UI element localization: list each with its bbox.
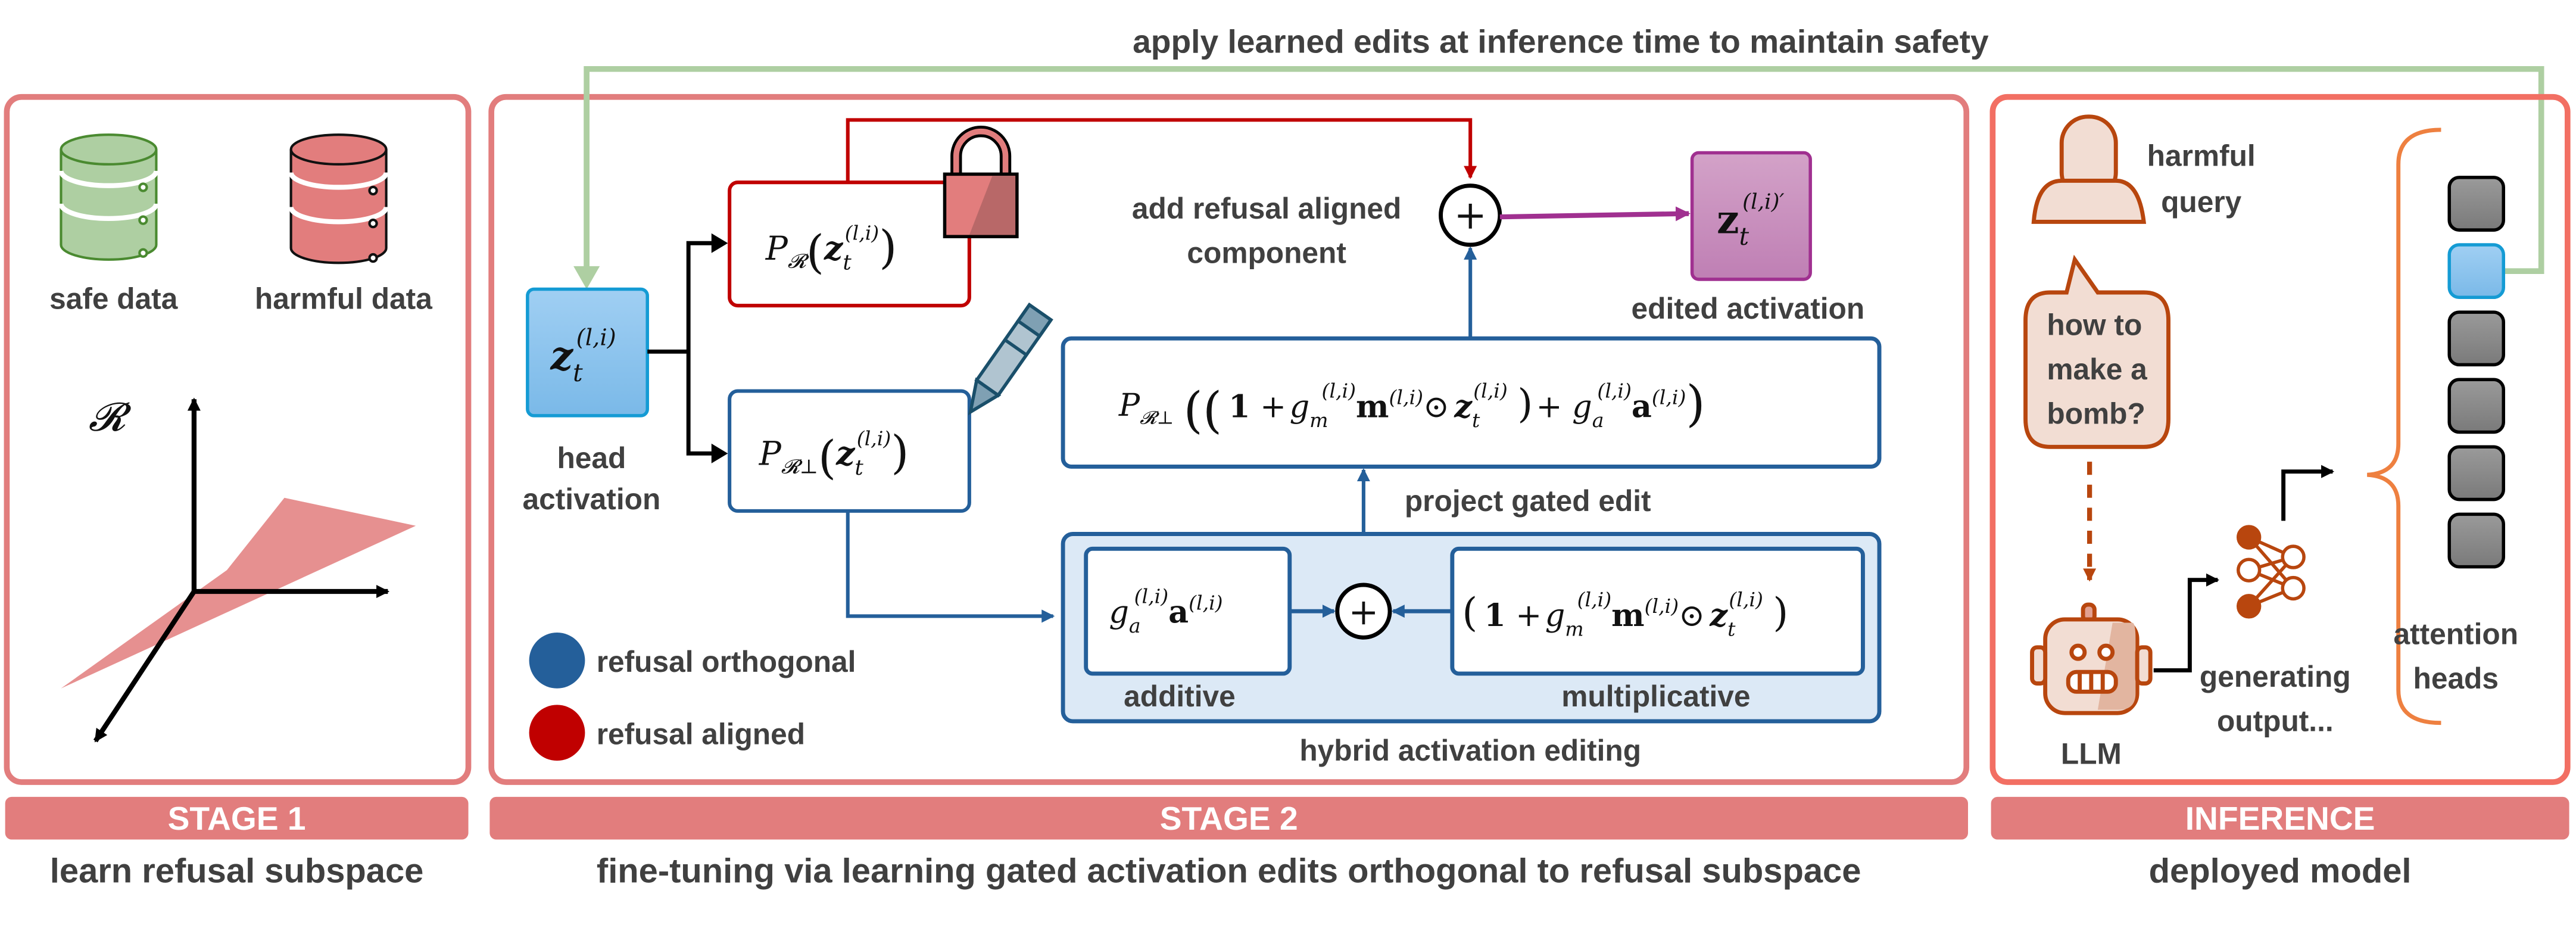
attention-heads-stack — [2447, 176, 2506, 569]
lock-icon — [943, 126, 1019, 238]
orthogonal-to-hybrid-arrow — [846, 510, 1055, 623]
sum-to-edited-arrow — [1499, 206, 1691, 222]
arrow-to-aligned — [711, 233, 728, 253]
aligned-to-sum-arrow — [846, 118, 1477, 183]
attention-head — [2447, 378, 2506, 434]
additive-formula: ga(l,i)a(l,i) — [1109, 584, 1222, 637]
speech-bubble — [2023, 254, 2170, 449]
llm-label: LLM — [2061, 737, 2122, 771]
stage1-panel: safe data harmful data 𝓡 — [4, 94, 472, 785]
stage2-panel — [488, 94, 1970, 785]
orthogonal-projection-formula: P𝓡⊥(zt(l,i)) — [759, 426, 909, 484]
stage1-bar — [5, 796, 469, 840]
inference-caption: deployed model — [2149, 852, 2412, 890]
inference-bar-label: INFERENCE — [2185, 800, 2375, 837]
top-label: apply learned edits at inference time to… — [1133, 23, 1989, 60]
hybrid-editing-label: hybrid activation editing — [1299, 734, 1641, 767]
user-icon — [2031, 114, 2147, 224]
inference-bar — [1991, 796, 2569, 840]
edited-activation-symbol: zt(l,i)′ — [1717, 189, 1785, 251]
multiplicative-formula: (1+gm(l,i)m(l,i)⊙zt(l,i)) — [1462, 588, 1788, 641]
harmful-database-icon — [288, 133, 389, 264]
edited-activation-box — [1690, 151, 1812, 281]
legend-swatch-aligned — [529, 705, 585, 761]
attention-heads-brace — [2367, 127, 2441, 725]
attention-head — [2447, 512, 2506, 569]
projection-box — [1061, 336, 1882, 469]
neural-network-icon — [2236, 525, 2306, 619]
axis-diag — [93, 590, 197, 743]
head-activation-symbol: zt(l,i) — [550, 324, 616, 387]
projection-formula: P𝓡⊥((1+gm(l,i)m(l,i)⊙zt(l,i))+ga(l,i)a(l… — [1118, 375, 1705, 439]
harmful-data-label: harmful data — [255, 282, 432, 316]
attention-head-highlighted — [2447, 243, 2506, 300]
additive-label: additive — [1124, 680, 1236, 713]
attention-head — [2447, 310, 2506, 367]
inference-panel — [1989, 94, 2571, 785]
subspace-symbol: 𝓡 — [89, 394, 132, 440]
legend-label-aligned: refusal aligned — [597, 718, 805, 751]
project-gated-edit-label: project gated edit — [1405, 484, 1651, 518]
attention-head — [2447, 176, 2506, 232]
multiplicative-box — [1450, 546, 1865, 676]
branch-connector — [647, 241, 723, 456]
legend: refusal orthogonal refusal aligned — [529, 632, 856, 761]
stage2-bar — [489, 796, 1968, 840]
feedback-arrow-head — [573, 266, 600, 289]
sum-node-hybrid — [1335, 583, 1392, 640]
head-activation-box — [526, 287, 649, 418]
network-to-heads-arrow — [2281, 465, 2335, 521]
arrow-to-orthogonal — [711, 443, 728, 463]
safe-database-icon — [58, 133, 159, 261]
safe-data-label: safe data — [49, 282, 178, 316]
sum-node-hybrid-plus: + — [1348, 591, 1379, 633]
aligned-projection-formula: P𝓡(zt(l,i)) — [765, 220, 897, 279]
pencil-icon — [968, 302, 1053, 416]
stage1-caption: learn refusal subspace — [50, 852, 424, 890]
llm-to-network-arrow — [2153, 573, 2220, 672]
stage2-caption: fine-tuning via learning gated activatio… — [597, 852, 1861, 890]
stage1-bar-label: STAGE 1 — [168, 800, 306, 837]
stage2-bar-label: STAGE 2 — [1160, 800, 1298, 837]
sum-node-top-plus: + — [1454, 192, 1486, 238]
attention-head — [2447, 445, 2506, 502]
legend-label-orthogonal: refusal orthogonal — [597, 645, 856, 678]
multiplicative-label: multiplicative — [1561, 680, 1750, 713]
edited-activation-label: edited activation — [1632, 292, 1865, 325]
legend-swatch-orthogonal — [529, 632, 585, 689]
llm-robot-icon — [2030, 602, 2153, 715]
